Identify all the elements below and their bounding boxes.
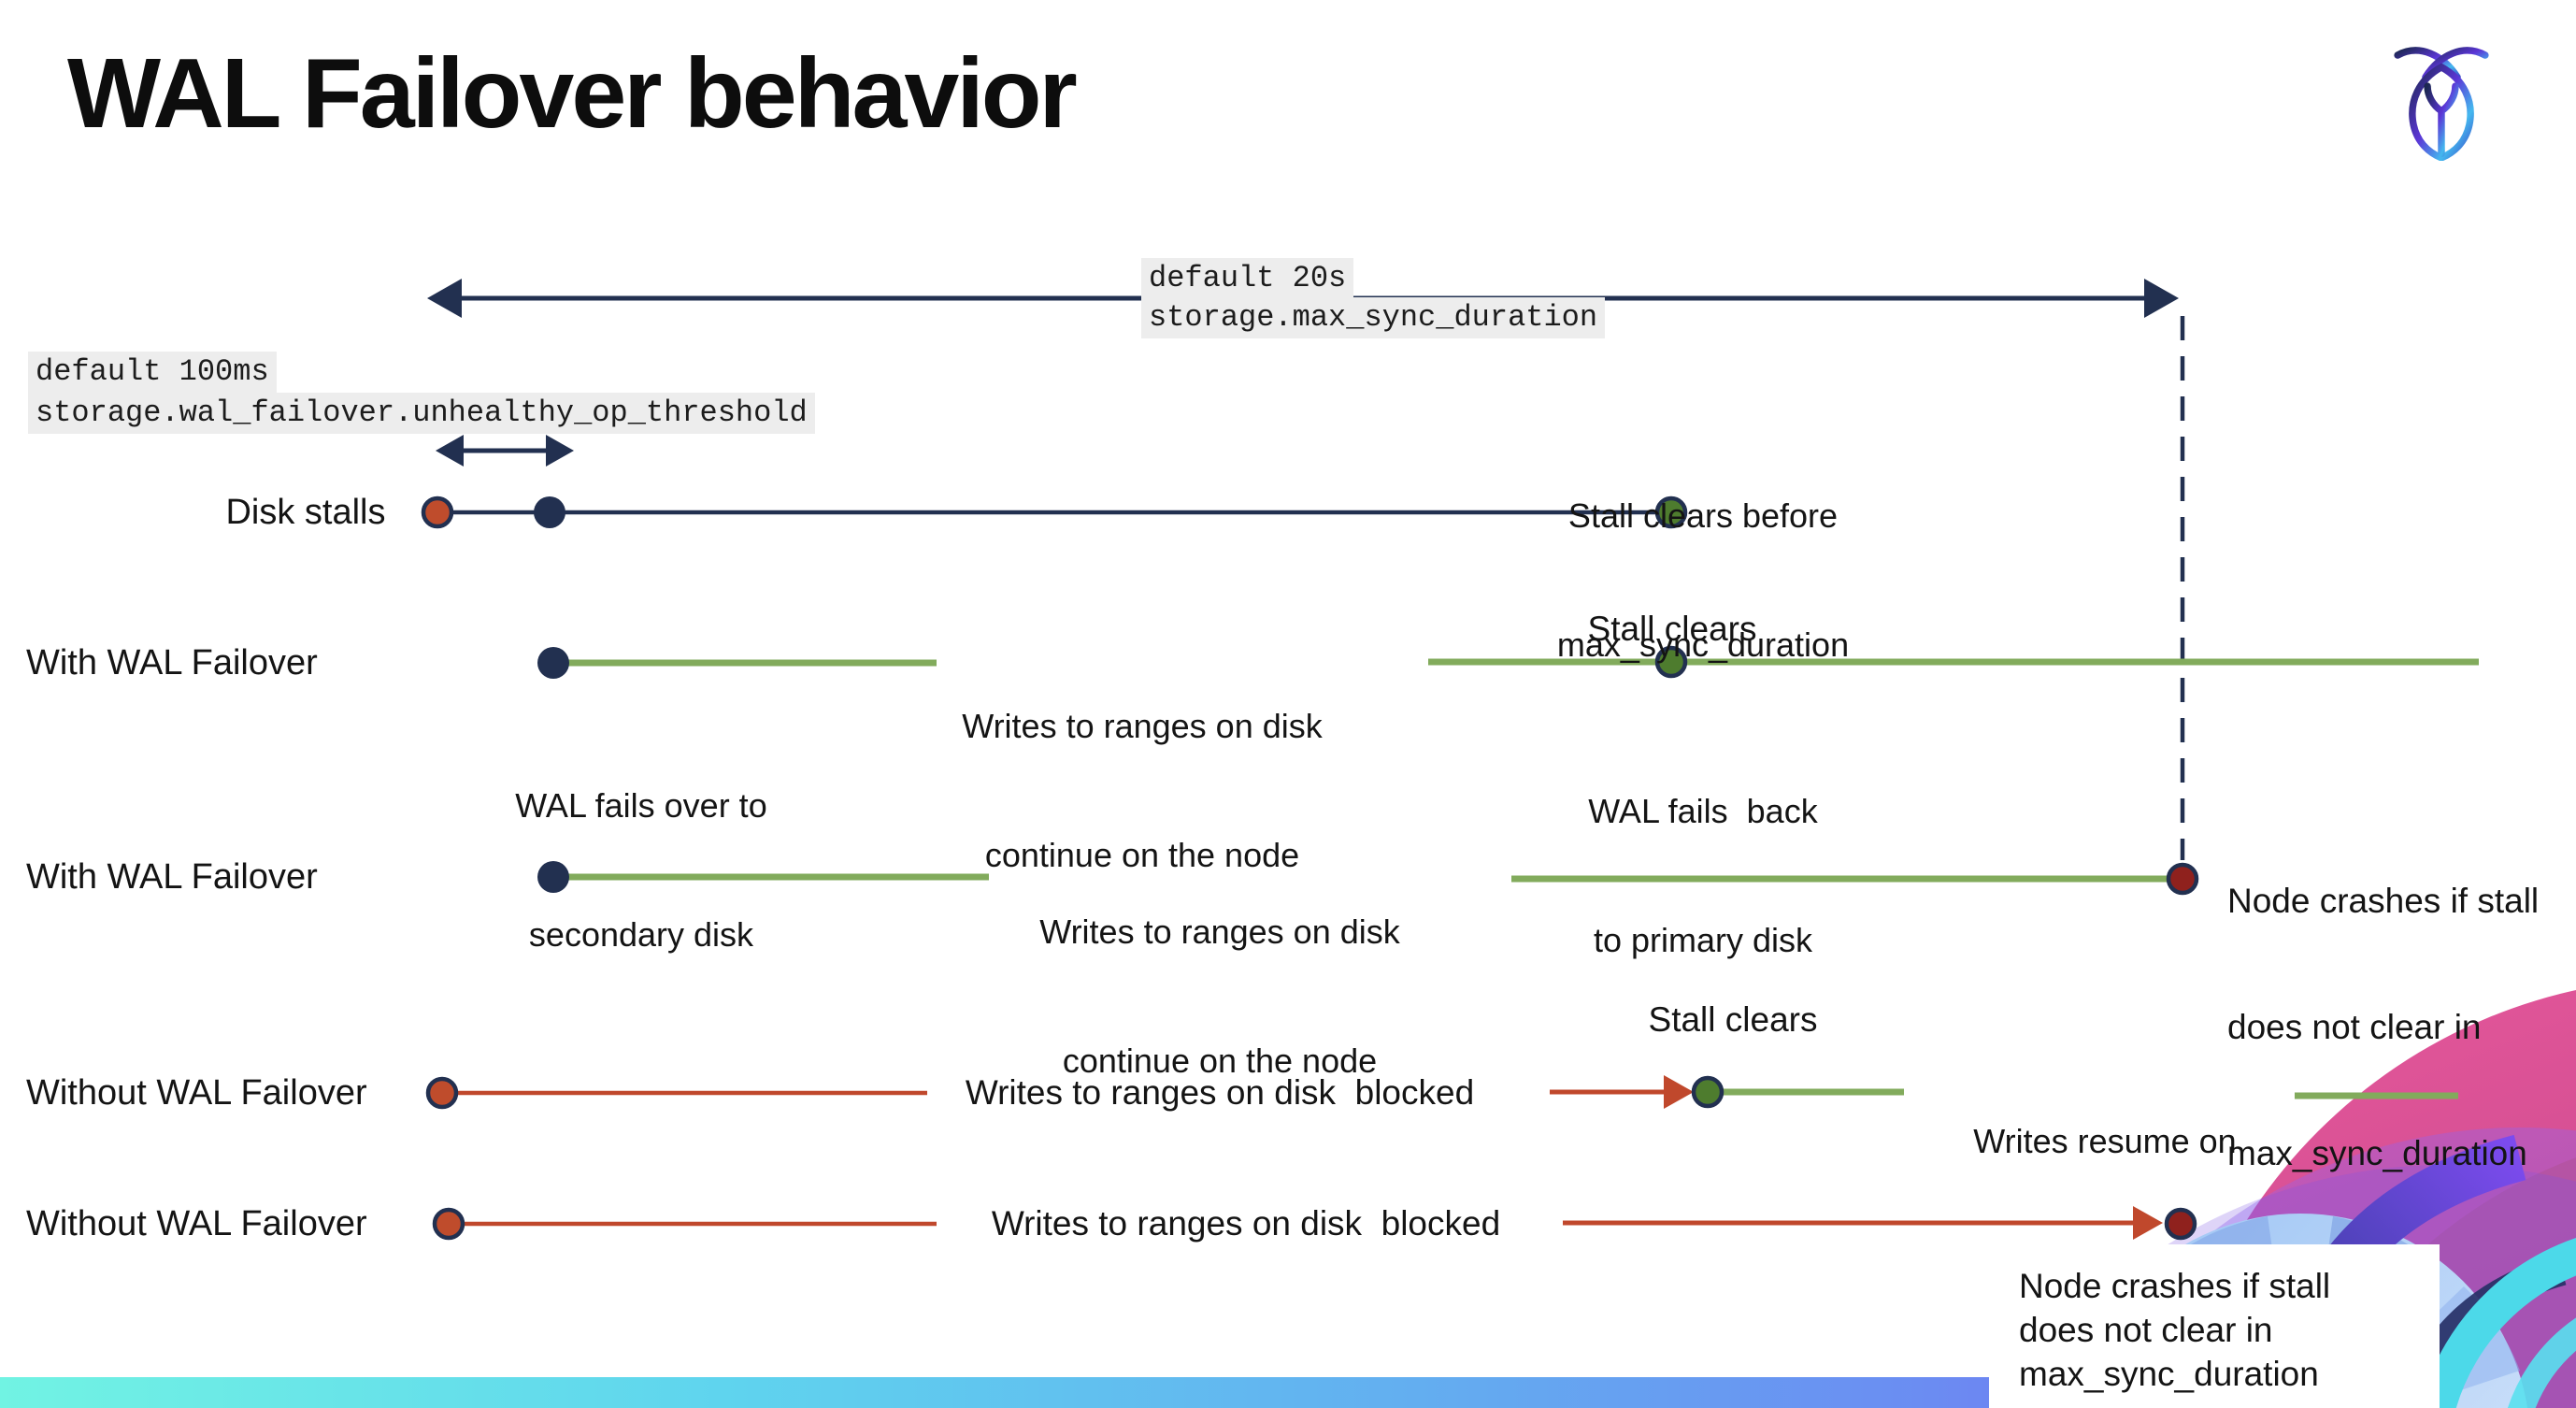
annotation-line: to primary disk bbox=[1593, 921, 1813, 959]
unhealthy-op-threshold-arrow bbox=[436, 435, 574, 467]
annotation-line: max_sync_duration bbox=[1556, 625, 1850, 664]
annotation-line: max_sync_duration bbox=[2019, 1355, 2319, 1393]
arrowhead-left-icon bbox=[436, 435, 464, 467]
writes-continue-annotation: Writes to ranges on disk continue on the… bbox=[962, 619, 1323, 963]
failover-dot bbox=[537, 647, 569, 679]
arrowhead-left-icon bbox=[427, 279, 462, 318]
stall-clear-dot bbox=[1654, 645, 1688, 679]
annotation-line: Writes to ranges on disk bbox=[1039, 912, 1400, 951]
art-cyan-arc bbox=[2420, 1238, 2576, 1408]
stall-clear-dot bbox=[1691, 1075, 1724, 1109]
max-sync-default-label: default 20s bbox=[1141, 258, 1354, 299]
row-label-with-wal-failover: With WAL Failover bbox=[26, 643, 318, 682]
cockroachdb-logo-icon bbox=[2394, 47, 2489, 161]
stall-start-dot bbox=[421, 496, 454, 529]
threshold-setting-name: storage.wal_failover.unhealthy_op_thresh… bbox=[28, 393, 815, 434]
node-crash-callout-box: Node crashes if stall does not clear in … bbox=[1989, 1244, 2440, 1408]
art-cyan-arc bbox=[2507, 1317, 2576, 1408]
arrowhead-right-icon bbox=[2144, 279, 2179, 318]
annotation-line: Node crashes if stall bbox=[2019, 1267, 2331, 1305]
annotation-line: WAL fails over to bbox=[515, 786, 767, 825]
writes-blocked-annotation: Writes to ranges on disk blocked bbox=[991, 1204, 1501, 1243]
stall-start-dot bbox=[432, 1207, 465, 1241]
annotation-line: Stall clears before bbox=[1567, 496, 1839, 535]
timeline-without-failover-clears bbox=[425, 1075, 2458, 1110]
failover-annotation: WAL fails over to secondary disk bbox=[515, 698, 766, 1042]
row-label-without-wal-failover: Without WAL Failover bbox=[26, 1204, 367, 1243]
stall-clears-annotation: Stall clears bbox=[1587, 610, 1757, 648]
writes-blocked-annotation: Writes to ranges on disk blocked bbox=[965, 1073, 1475, 1112]
annotation-line: does not clear in bbox=[2227, 1008, 2482, 1046]
stall-clears-before-annotation: Stall clears before max_sync_duration bbox=[1557, 409, 1849, 753]
threshold-default-label: default 100ms bbox=[28, 352, 277, 393]
annotation-line: does not clear in bbox=[2019, 1311, 2273, 1349]
node-crash-annotation: Node crashes if stall does not clear in … bbox=[2227, 796, 2539, 1258]
row-label-without-wal-failover: Without WAL Failover bbox=[26, 1073, 367, 1113]
max-sync-setting-name: storage.max_sync_duration bbox=[1141, 297, 1606, 338]
stall-start-dot bbox=[425, 1076, 459, 1110]
stall-clears-annotation: Stall clears bbox=[1648, 1000, 1818, 1039]
page-title: WAL Failover behavior bbox=[67, 38, 1078, 149]
stall-clear-dot bbox=[1654, 496, 1688, 529]
row-label-with-wal-failover: With WAL Failover bbox=[26, 857, 318, 897]
failover-dot bbox=[537, 861, 569, 893]
arrowhead-right-icon bbox=[2133, 1206, 2163, 1240]
writes-continue-annotation: Writes to ranges on disk continue on the… bbox=[1039, 825, 1400, 1169]
timeline-disk-stalls bbox=[421, 496, 1688, 529]
annotation-line: continue on the node bbox=[984, 836, 1300, 874]
timeline-with-failover-clears bbox=[537, 645, 2479, 679]
node-crash-dot bbox=[2164, 1207, 2197, 1241]
threshold-dot bbox=[534, 496, 565, 528]
annotation-line: max_sync_duration bbox=[2227, 1134, 2527, 1172]
node-crash-dot bbox=[2166, 862, 2199, 896]
logo-body bbox=[2409, 63, 2474, 161]
logo-vein bbox=[2424, 82, 2459, 158]
annotation-line: Node crashes if stall bbox=[2227, 882, 2540, 920]
arrowhead-right-icon bbox=[1664, 1075, 1694, 1109]
annotation-line: secondary disk bbox=[528, 915, 754, 954]
timeline-with-failover-crash bbox=[537, 861, 2199, 896]
annotation-line: Writes to ranges on disk bbox=[962, 707, 1323, 745]
arrowhead-right-icon bbox=[546, 435, 574, 467]
annotation-line: continue on the node bbox=[1062, 1042, 1378, 1080]
timeline-without-failover-crash bbox=[432, 1206, 2197, 1241]
annotation-line: Writes resume on bbox=[1973, 1122, 2237, 1160]
row-label-disk-stalls: Disk stalls bbox=[225, 493, 386, 532]
failback-annotation: WAL fails back to primary disk bbox=[1588, 704, 1817, 1048]
annotation-line: WAL fails back bbox=[1588, 792, 1818, 830]
